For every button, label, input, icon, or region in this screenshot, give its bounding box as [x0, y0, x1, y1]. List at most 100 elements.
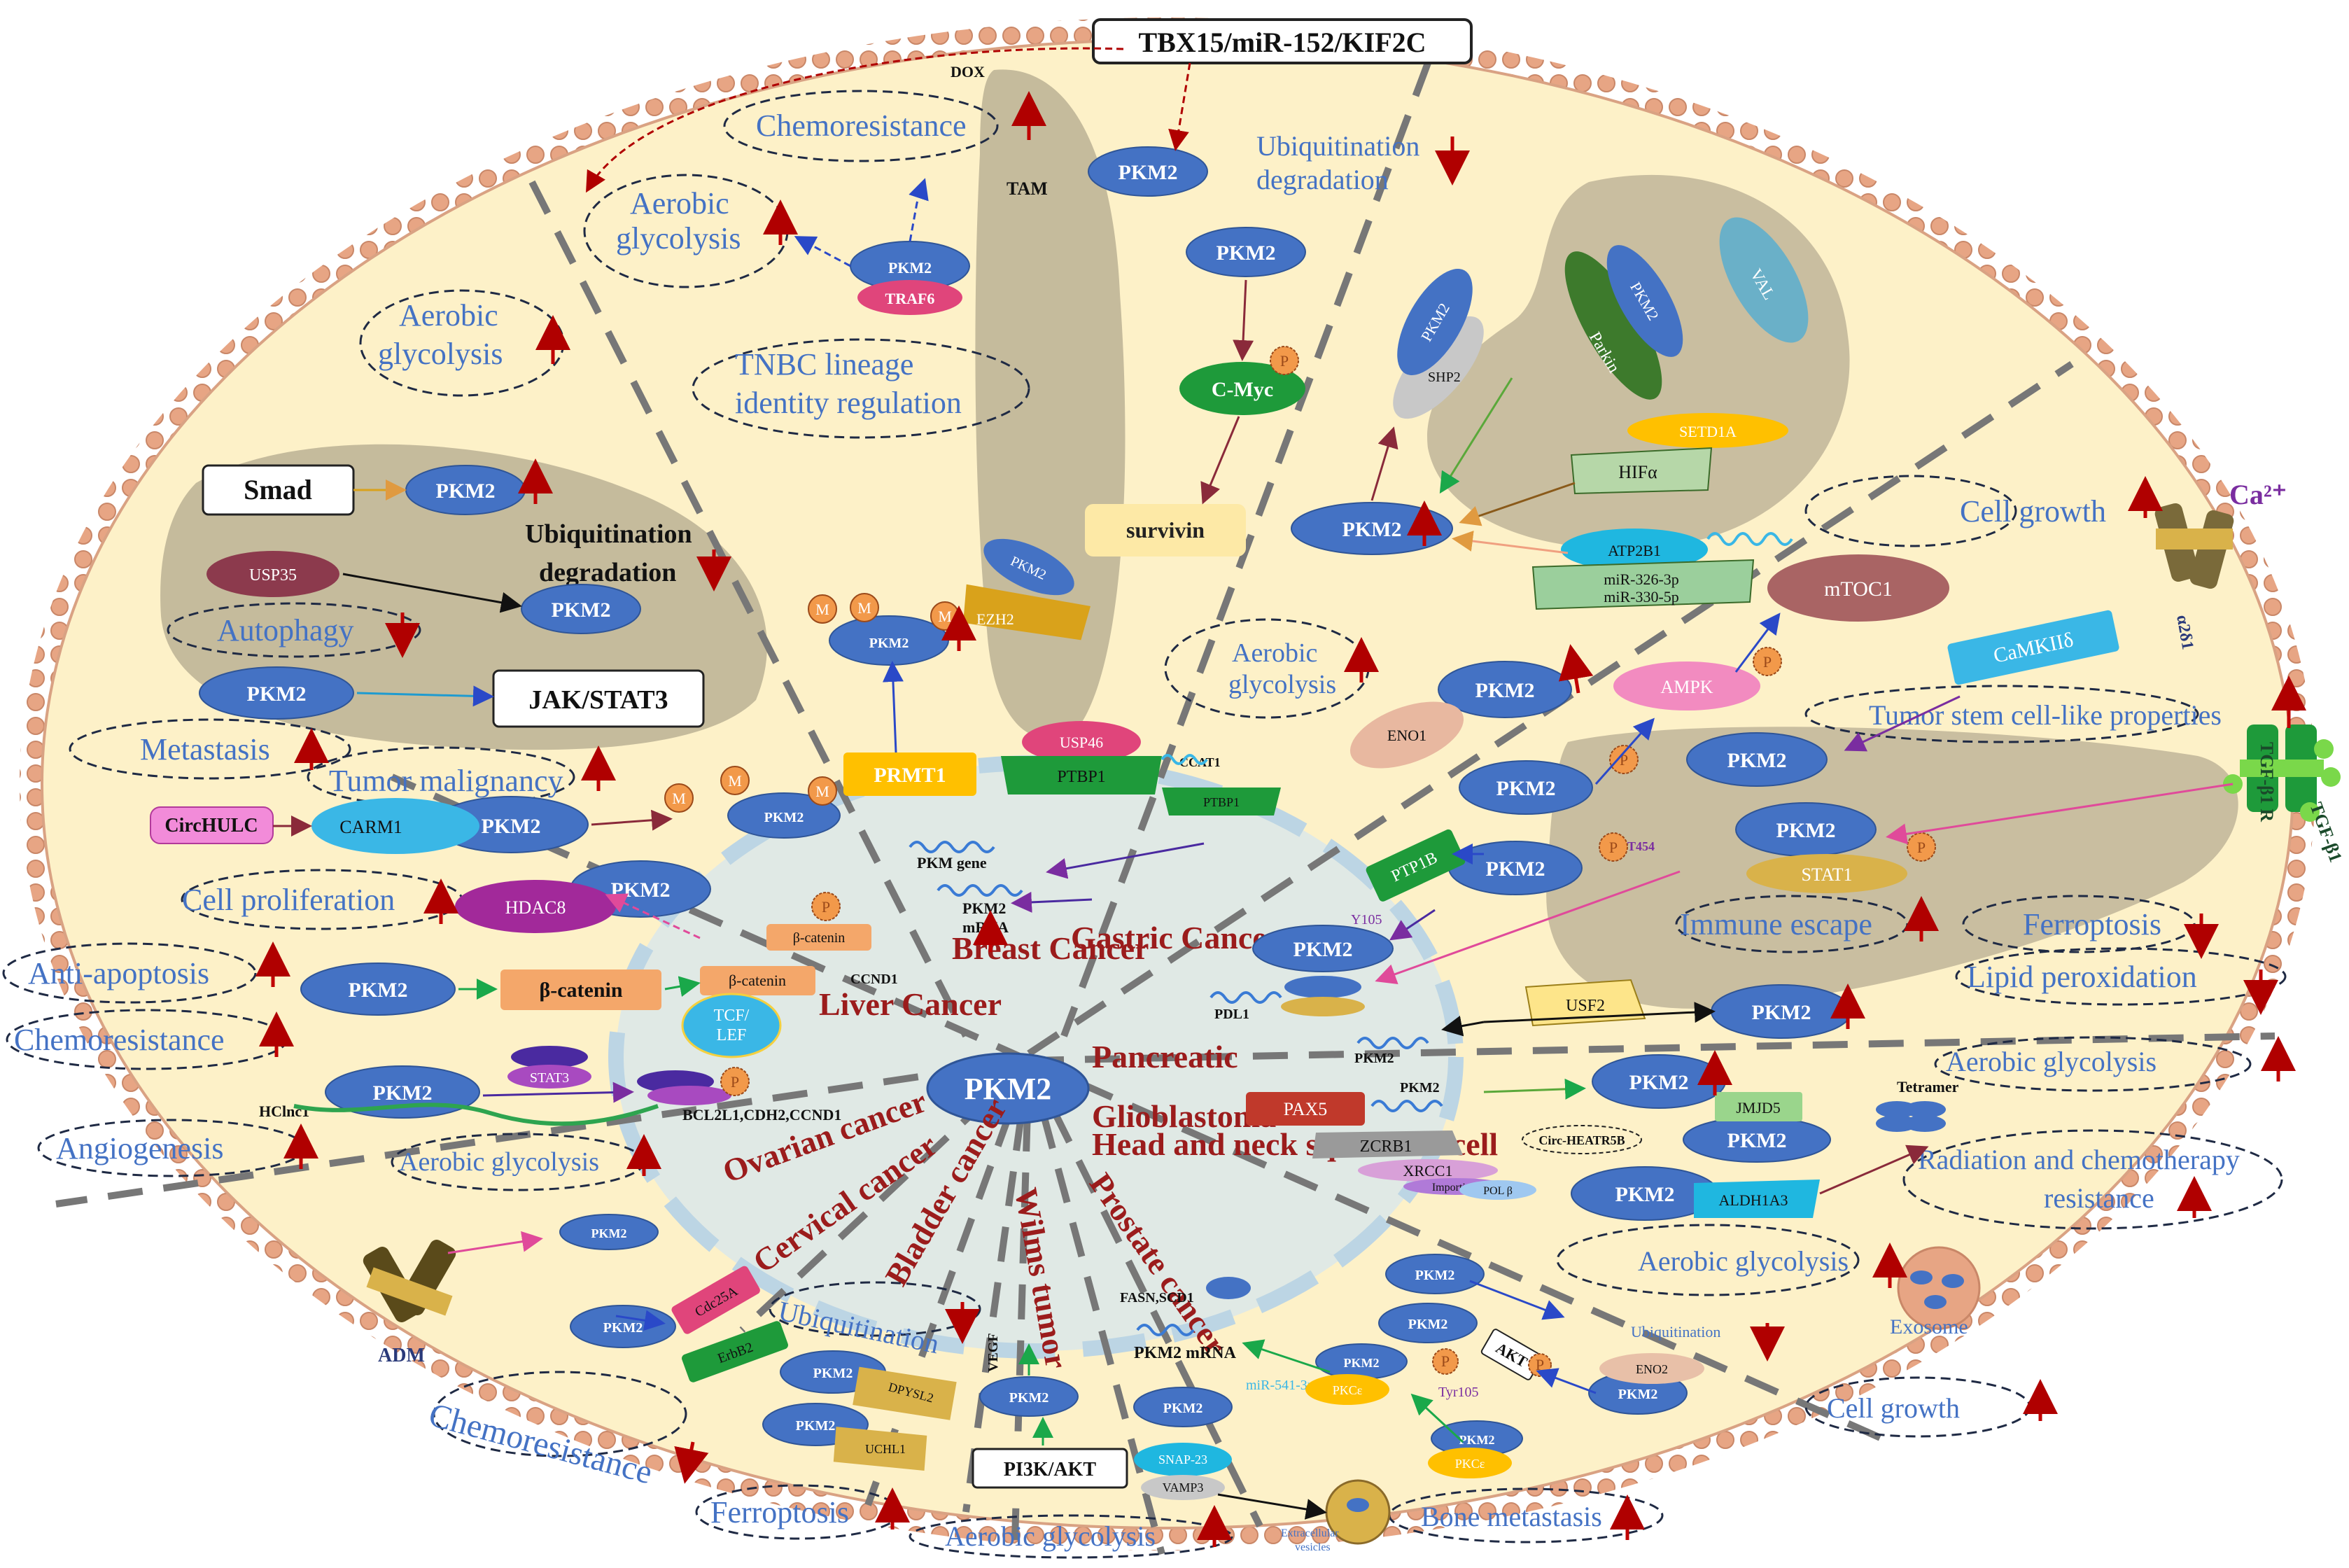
usp46-label: USP46	[1060, 734, 1103, 751]
setd1a-shape	[1627, 413, 1788, 448]
atp2b1-label: ATP2B1	[1608, 542, 1661, 559]
snap23-shape	[1134, 1443, 1232, 1476]
svg-text:M: M	[857, 599, 871, 617]
mir-shape	[1531, 559, 1755, 610]
circ-heatr5b-label: Circ-HEATR5B	[1538, 1133, 1625, 1147]
outcome-aerobic-3: Aerobic	[1232, 638, 1317, 668]
survivin-box	[1085, 504, 1246, 556]
glio-strand	[1370, 1100, 1443, 1112]
hclnc1-strand	[293, 1102, 659, 1126]
pkm2-label-17: PKM2	[1727, 749, 1787, 772]
pkm2-label-29: PKM2	[1163, 1401, 1203, 1416]
outcome-tumor-stem: Tumor stem cell-like properties	[1869, 699, 2222, 731]
pkm2-label-24: PKM2	[1415, 1268, 1455, 1283]
ccat1-strand	[1161, 754, 1208, 765]
pkm2-label-11: PKM2	[373, 1082, 433, 1105]
outcome-glycolysis-top-1: glycolysis	[616, 221, 741, 255]
pkm2-label-6: PKM2	[869, 636, 909, 651]
pkm2-label-16: PKM2	[1486, 858, 1545, 881]
ezh2-pkm2	[983, 538, 1074, 596]
tam-label: TAM	[1007, 178, 1048, 199]
pkm2-node-eno1	[1438, 661, 1572, 718]
aldh1a3-label: ALDH1A3	[1719, 1191, 1788, 1209]
svg-text:P: P	[1536, 1356, 1544, 1373]
pkm2-label-28: PKM2	[1459, 1433, 1495, 1447]
pkm2-label-32: PKM2	[796, 1418, 836, 1434]
pkm2-labels: PKM2 PKM2 PKM2 PKM2 PKM2 PKM2 PKM2 PKM2 …	[247, 161, 1836, 1447]
pdl1-stat	[1281, 997, 1365, 1016]
pax5-box	[1246, 1092, 1365, 1126]
outcome-angiogenesis: Angiogenesis	[56, 1131, 224, 1166]
atp2b1-shape	[1561, 528, 1708, 570]
pkm2-label-19: PKM2	[1293, 938, 1353, 961]
traf6-shape	[857, 280, 962, 315]
camkii-box	[1947, 610, 2119, 685]
pax5-label: PAX5	[1284, 1099, 1328, 1119]
pdl1-label: PDL1	[1214, 1007, 1249, 1022]
beta-catenin-label: β-catenin	[539, 979, 622, 1002]
pkm2-label-30: PKM2	[1009, 1390, 1049, 1406]
connector-arrows	[273, 47, 2234, 1520]
pkm2-node-y105	[1252, 925, 1394, 972]
stat3-shape-2	[507, 1065, 591, 1088]
beta-catenin-small-label: β-catenin	[729, 972, 786, 989]
xrcc1-label: XRCC1	[1403, 1162, 1453, 1180]
outcome-metastasis: Metastasis	[140, 732, 270, 766]
hdac8-shape	[455, 880, 616, 933]
svg-text:P: P	[1441, 1352, 1450, 1370]
ampk-label: AMPK	[1660, 677, 1713, 697]
svg-text:P: P	[1609, 839, 1618, 856]
svg-text:M: M	[672, 790, 686, 807]
usp35-shape	[206, 551, 339, 597]
outcome-aerobic-glycolysis-left: Aerobic glycolysis	[399, 1147, 599, 1177]
pkm2-label-1: PKM2	[1119, 161, 1178, 184]
outcome-ferroptosis-bottom: Ferroptosis	[710, 1495, 849, 1530]
stat1-label: STAT1	[1801, 864, 1852, 885]
pkm2-mrna-full-label: PKM2 mRNA	[1134, 1344, 1237, 1362]
jmjd5-box	[1715, 1092, 1802, 1121]
glio-pkm2-gene-label: PKM2	[1400, 1080, 1440, 1096]
outcome-tnbc-2: identity regulation	[735, 386, 962, 420]
cdc25a-box	[671, 1266, 760, 1334]
exosome-vesicles	[1910, 1270, 1964, 1309]
adm-channel	[363, 1240, 456, 1322]
ca-channel	[2154, 503, 2234, 589]
phospho-markers	[720, 346, 1936, 1377]
survivin-label: survivin	[1126, 517, 1205, 542]
ca2-label: Ca²⁺	[2229, 479, 2287, 510]
mir541-label: miR-541-3p	[1246, 1378, 1314, 1393]
pol-b-label: POL β	[1483, 1185, 1513, 1197]
outcome-ubiquitination-top: Ubiquitination	[1256, 130, 1419, 162]
cancer-gastric: Gastric Cancer	[1071, 920, 1281, 955]
outcome-cell-proliferation: Cell proliferation	[182, 883, 395, 917]
ptbp1-label: PTBP1	[1057, 768, 1105, 786]
svg-text:M: M	[815, 783, 829, 800]
pkm2-mrna-full-strand	[1136, 1324, 1195, 1336]
smad-label: Smad	[244, 474, 312, 505]
pkm2-node-vegf	[979, 1376, 1079, 1417]
prmt1-label: PRMT1	[874, 764, 946, 787]
pkm-gene-strand	[909, 841, 995, 853]
pkm2-label-23: PKM2	[1615, 1183, 1675, 1206]
tetramer-icon	[1876, 1101, 1946, 1132]
circ-heatr5b-shape	[1522, 1125, 1642, 1154]
pancreatic-pkm2-gene-label: PKM2	[1354, 1051, 1394, 1066]
bcl-genes-label: BCL2L1,CDH2,CCND1	[682, 1106, 841, 1124]
ev-cargo	[1347, 1498, 1369, 1512]
eno2-shape	[1599, 1353, 1704, 1384]
pkm2-label-25: PKM2	[1408, 1317, 1448, 1332]
pkm2-mrna-strand	[937, 884, 1023, 897]
jmjd5-label: JMJD5	[1736, 1099, 1781, 1116]
jakstat3-label: JAK/STAT3	[528, 685, 668, 715]
pkm2-node-ampk	[1459, 760, 1593, 815]
pkm2-node-hn-1	[1385, 1254, 1485, 1294]
ptbp1-small-shape	[1162, 788, 1281, 816]
vamp3-shape	[1141, 1475, 1225, 1500]
fasn-label: FASN,SCD1	[1120, 1290, 1194, 1306]
pkm2-label-22: PKM2	[1727, 1129, 1787, 1152]
pkm2-label-34: PKM2	[591, 1226, 627, 1240]
pkce-label-2: PKCε	[1455, 1457, 1485, 1471]
outcome-tnbc-1: TNBC lineage	[735, 347, 913, 382]
header-box-label: TBX15/miR-152/KIF2C	[1138, 27, 1426, 58]
carm1-label: CARM1	[339, 817, 402, 837]
